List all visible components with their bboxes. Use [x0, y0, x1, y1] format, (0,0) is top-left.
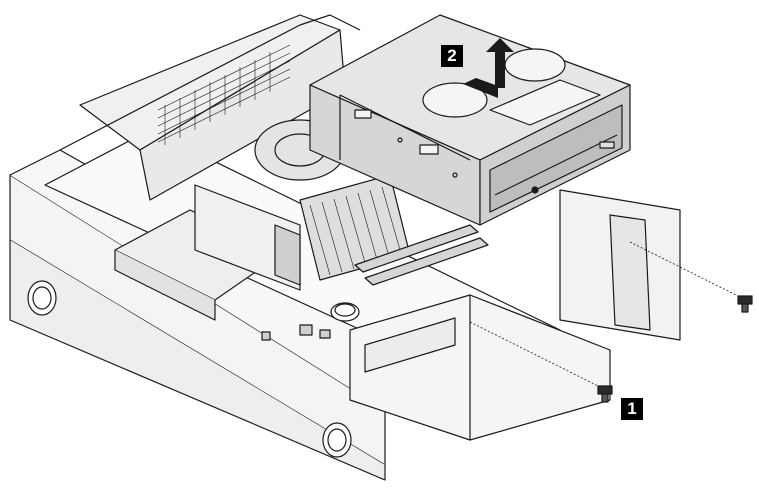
- screw-path-lines: [469, 241, 743, 389]
- step-1-callout: 1: [621, 398, 643, 420]
- step-2-callout: 2: [441, 45, 463, 67]
- screw-icon: [737, 295, 753, 313]
- optical-drive-cage: [309, 14, 631, 226]
- up-arrow-icon: [463, 38, 514, 98]
- motherboard: [194, 119, 489, 341]
- screw-icon: [597, 385, 613, 403]
